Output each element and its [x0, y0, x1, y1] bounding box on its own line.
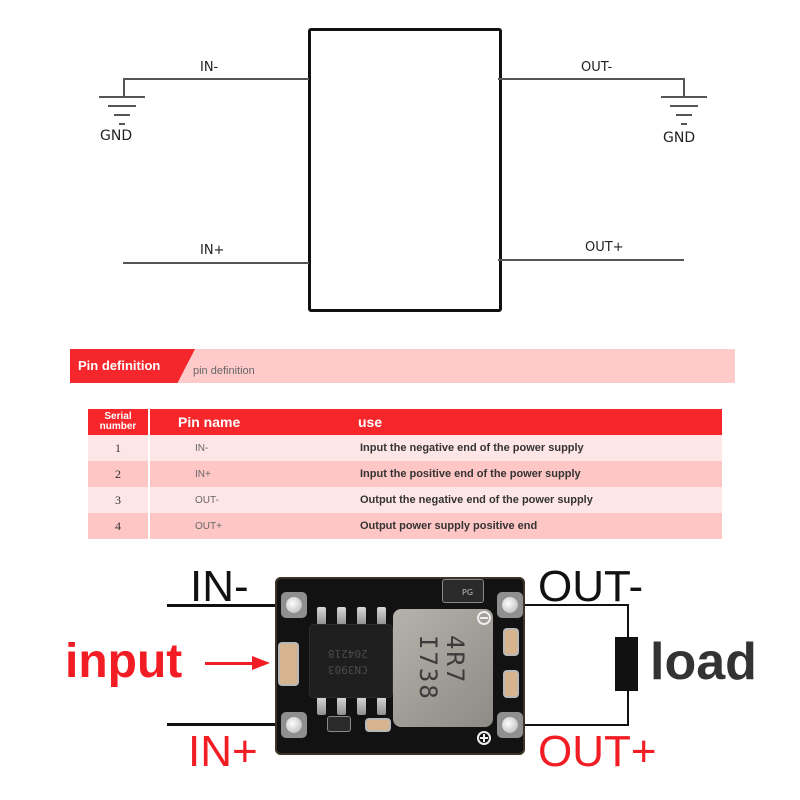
cell-pin-name: OUT+ — [149, 513, 350, 539]
cell-use: Input the positive end of the power supp… — [350, 461, 722, 487]
diode-pg — [443, 580, 483, 602]
in-minus-lead — [167, 604, 282, 607]
gnd-left-stem — [123, 78, 125, 97]
gnd-right-stem — [683, 78, 685, 97]
cell-serial: 2 — [88, 461, 150, 487]
table-row: 2 IN+ Input the positive end of the powe… — [88, 461, 722, 487]
gnd-left-bar-2 — [108, 105, 136, 107]
cell-use: Output power supply positive end — [350, 513, 722, 539]
in-plus-label: IN+ — [200, 243, 225, 258]
cell-serial: 1 — [88, 435, 150, 461]
ic-leg — [357, 697, 366, 715]
module-in-plus-label: IN+ — [188, 727, 258, 776]
load-wire-top — [627, 604, 629, 638]
inductor-marking-line-1: 4R7 — [441, 635, 469, 685]
smd-resistor — [367, 720, 389, 730]
ic-leg — [317, 607, 326, 625]
cell-use: Output the negative end of the power sup… — [350, 487, 722, 513]
plus-polarity-icon — [477, 731, 491, 745]
ic-leg — [337, 607, 346, 625]
diode-marking: PG — [462, 588, 474, 597]
header-use: use — [350, 409, 722, 435]
load-label: load — [650, 633, 757, 691]
input-label: input — [65, 635, 183, 688]
out-minus-wire — [498, 78, 684, 80]
in-minus-wire — [123, 78, 309, 80]
out-plus-label: OUT+ — [585, 240, 624, 255]
gnd-right-bar-1 — [661, 96, 707, 98]
input-capacitor — [280, 644, 297, 684]
pad-out-plus — [502, 717, 518, 733]
input-arrow-icon — [252, 656, 270, 670]
out-plus-wire — [498, 259, 684, 261]
ic-leg — [377, 697, 386, 715]
cell-pin-name: IN- — [149, 435, 350, 461]
in-minus-label: IN- — [200, 60, 219, 75]
cell-serial: 3 — [88, 487, 150, 513]
pad-out-minus — [502, 597, 518, 613]
cell-pin-name: IN+ — [149, 461, 350, 487]
inductor-marking-line-2: I738 — [414, 635, 442, 701]
in-plus-wire — [123, 262, 309, 264]
cell-use: Input the negative end of the power supp… — [350, 435, 722, 461]
gnd-right-bar-2 — [670, 105, 698, 107]
load-wire-bottom — [627, 690, 629, 726]
table-row: 1 IN- Input the negative end of the powe… — [88, 435, 722, 461]
ic-leg — [337, 697, 346, 715]
cell-serial: 4 — [88, 513, 150, 539]
inductor-4r7 — [393, 609, 493, 727]
ic-marking-line-2: CN3903 — [328, 663, 368, 676]
converter-module-block — [308, 28, 502, 312]
gnd-left-label: GND — [100, 128, 133, 144]
banner-tag: Pin definition — [70, 349, 195, 383]
gnd-right-bar-3 — [676, 114, 692, 116]
banner-subtitle: pin definition — [193, 365, 255, 377]
smd-part — [328, 717, 350, 731]
input-arrow-shaft — [205, 662, 255, 665]
output-capacitor-2 — [505, 672, 517, 696]
module-out-minus-label: OUT- — [538, 562, 644, 611]
minus-polarity-icon — [477, 611, 491, 625]
table-row: 4 OUT+ Output power supply positive end — [88, 513, 722, 539]
header-pin-name: Pin name — [149, 409, 350, 435]
pad-in-plus — [286, 717, 302, 733]
cn3903-ic-chip — [310, 625, 392, 697]
in-plus-lead — [167, 723, 282, 726]
gnd-right-label: GND — [663, 130, 696, 146]
ic-marking-line-1: 204218 — [328, 647, 368, 660]
cell-pin-name: OUT- — [149, 487, 350, 513]
ic-leg — [377, 607, 386, 625]
out-minus-label: OUT- — [581, 60, 613, 75]
module-out-plus-label: OUT+ — [538, 727, 657, 776]
ic-leg — [357, 607, 366, 625]
gnd-left-bar-1 — [99, 96, 145, 98]
gnd-left-bar-3 — [114, 114, 130, 116]
module-in-minus-label: IN- — [190, 562, 249, 611]
out-minus-lead — [515, 604, 629, 606]
gnd-left-bar-4 — [119, 123, 125, 125]
table-row: 3 OUT- Output the negative end of the po… — [88, 487, 722, 513]
banner-title: Pin definition — [78, 358, 161, 373]
pad-in-minus — [286, 597, 302, 613]
out-plus-lead — [515, 724, 629, 726]
load-resistor-icon — [615, 637, 638, 691]
output-capacitor-1 — [505, 630, 517, 654]
pin-definition-banner: Pin definition pin definition — [70, 349, 735, 383]
gnd-right-bar-4 — [681, 123, 687, 125]
ic-leg — [317, 697, 326, 715]
